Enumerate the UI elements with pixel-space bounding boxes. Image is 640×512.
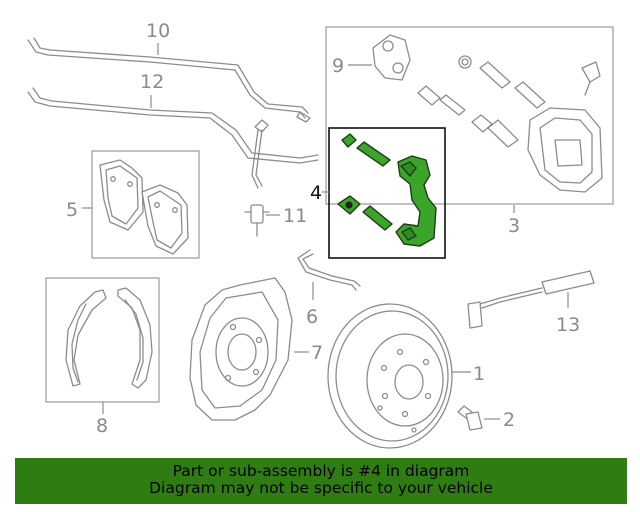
banner-line-1: Part or sub-assembly is #4 in diagram (172, 462, 470, 480)
callout-5[interactable]: 5 (66, 199, 78, 221)
part-3-caliper-hardware[interactable] (417, 55, 601, 148)
part-5-brake-pads[interactable] (99, 159, 189, 255)
part-8-brake-shoes[interactable] (65, 287, 153, 389)
part-3-caliper[interactable] (527, 107, 603, 193)
callout-4[interactable]: 4 (310, 182, 322, 204)
part-9-bracket[interactable] (372, 34, 411, 81)
part-2-bolt[interactable] (457, 405, 483, 431)
part-7-dust-shield[interactable] (189, 277, 293, 421)
callout-6[interactable]: 6 (306, 306, 318, 328)
part-11-fitting[interactable] (244, 204, 270, 237)
part-1-brake-rotor[interactable] (327, 303, 453, 449)
callout-7[interactable]: 7 (311, 342, 323, 364)
part-4-caliper-bracket-kit[interactable] (337, 133, 437, 247)
callout-12[interactable]: 12 (140, 71, 164, 93)
callout-10[interactable]: 10 (146, 20, 170, 42)
part-12-brake-line[interactable] (27, 87, 319, 189)
callout-8[interactable]: 8 (96, 415, 108, 437)
part-13-wear-sensor[interactable] (467, 270, 595, 329)
callout-3[interactable]: 3 (508, 215, 520, 237)
part-notice-banner: Part or sub-assembly is #4 in diagram Di… (15, 458, 627, 504)
callout-11[interactable]: 11 (283, 205, 307, 227)
frame-5 (91, 150, 200, 259)
callout-2[interactable]: 2 (503, 409, 515, 431)
callout-1[interactable]: 1 (473, 363, 485, 385)
part-6-wire[interactable] (297, 249, 361, 291)
callout-9[interactable]: 9 (332, 55, 344, 77)
part-10-brake-line[interactable] (27, 37, 311, 123)
banner-line-2: Diagram may not be specific to your vehi… (149, 479, 493, 497)
callout-13[interactable]: 13 (556, 314, 580, 336)
frame-3 (325, 26, 614, 205)
frame-4 (328, 127, 446, 259)
